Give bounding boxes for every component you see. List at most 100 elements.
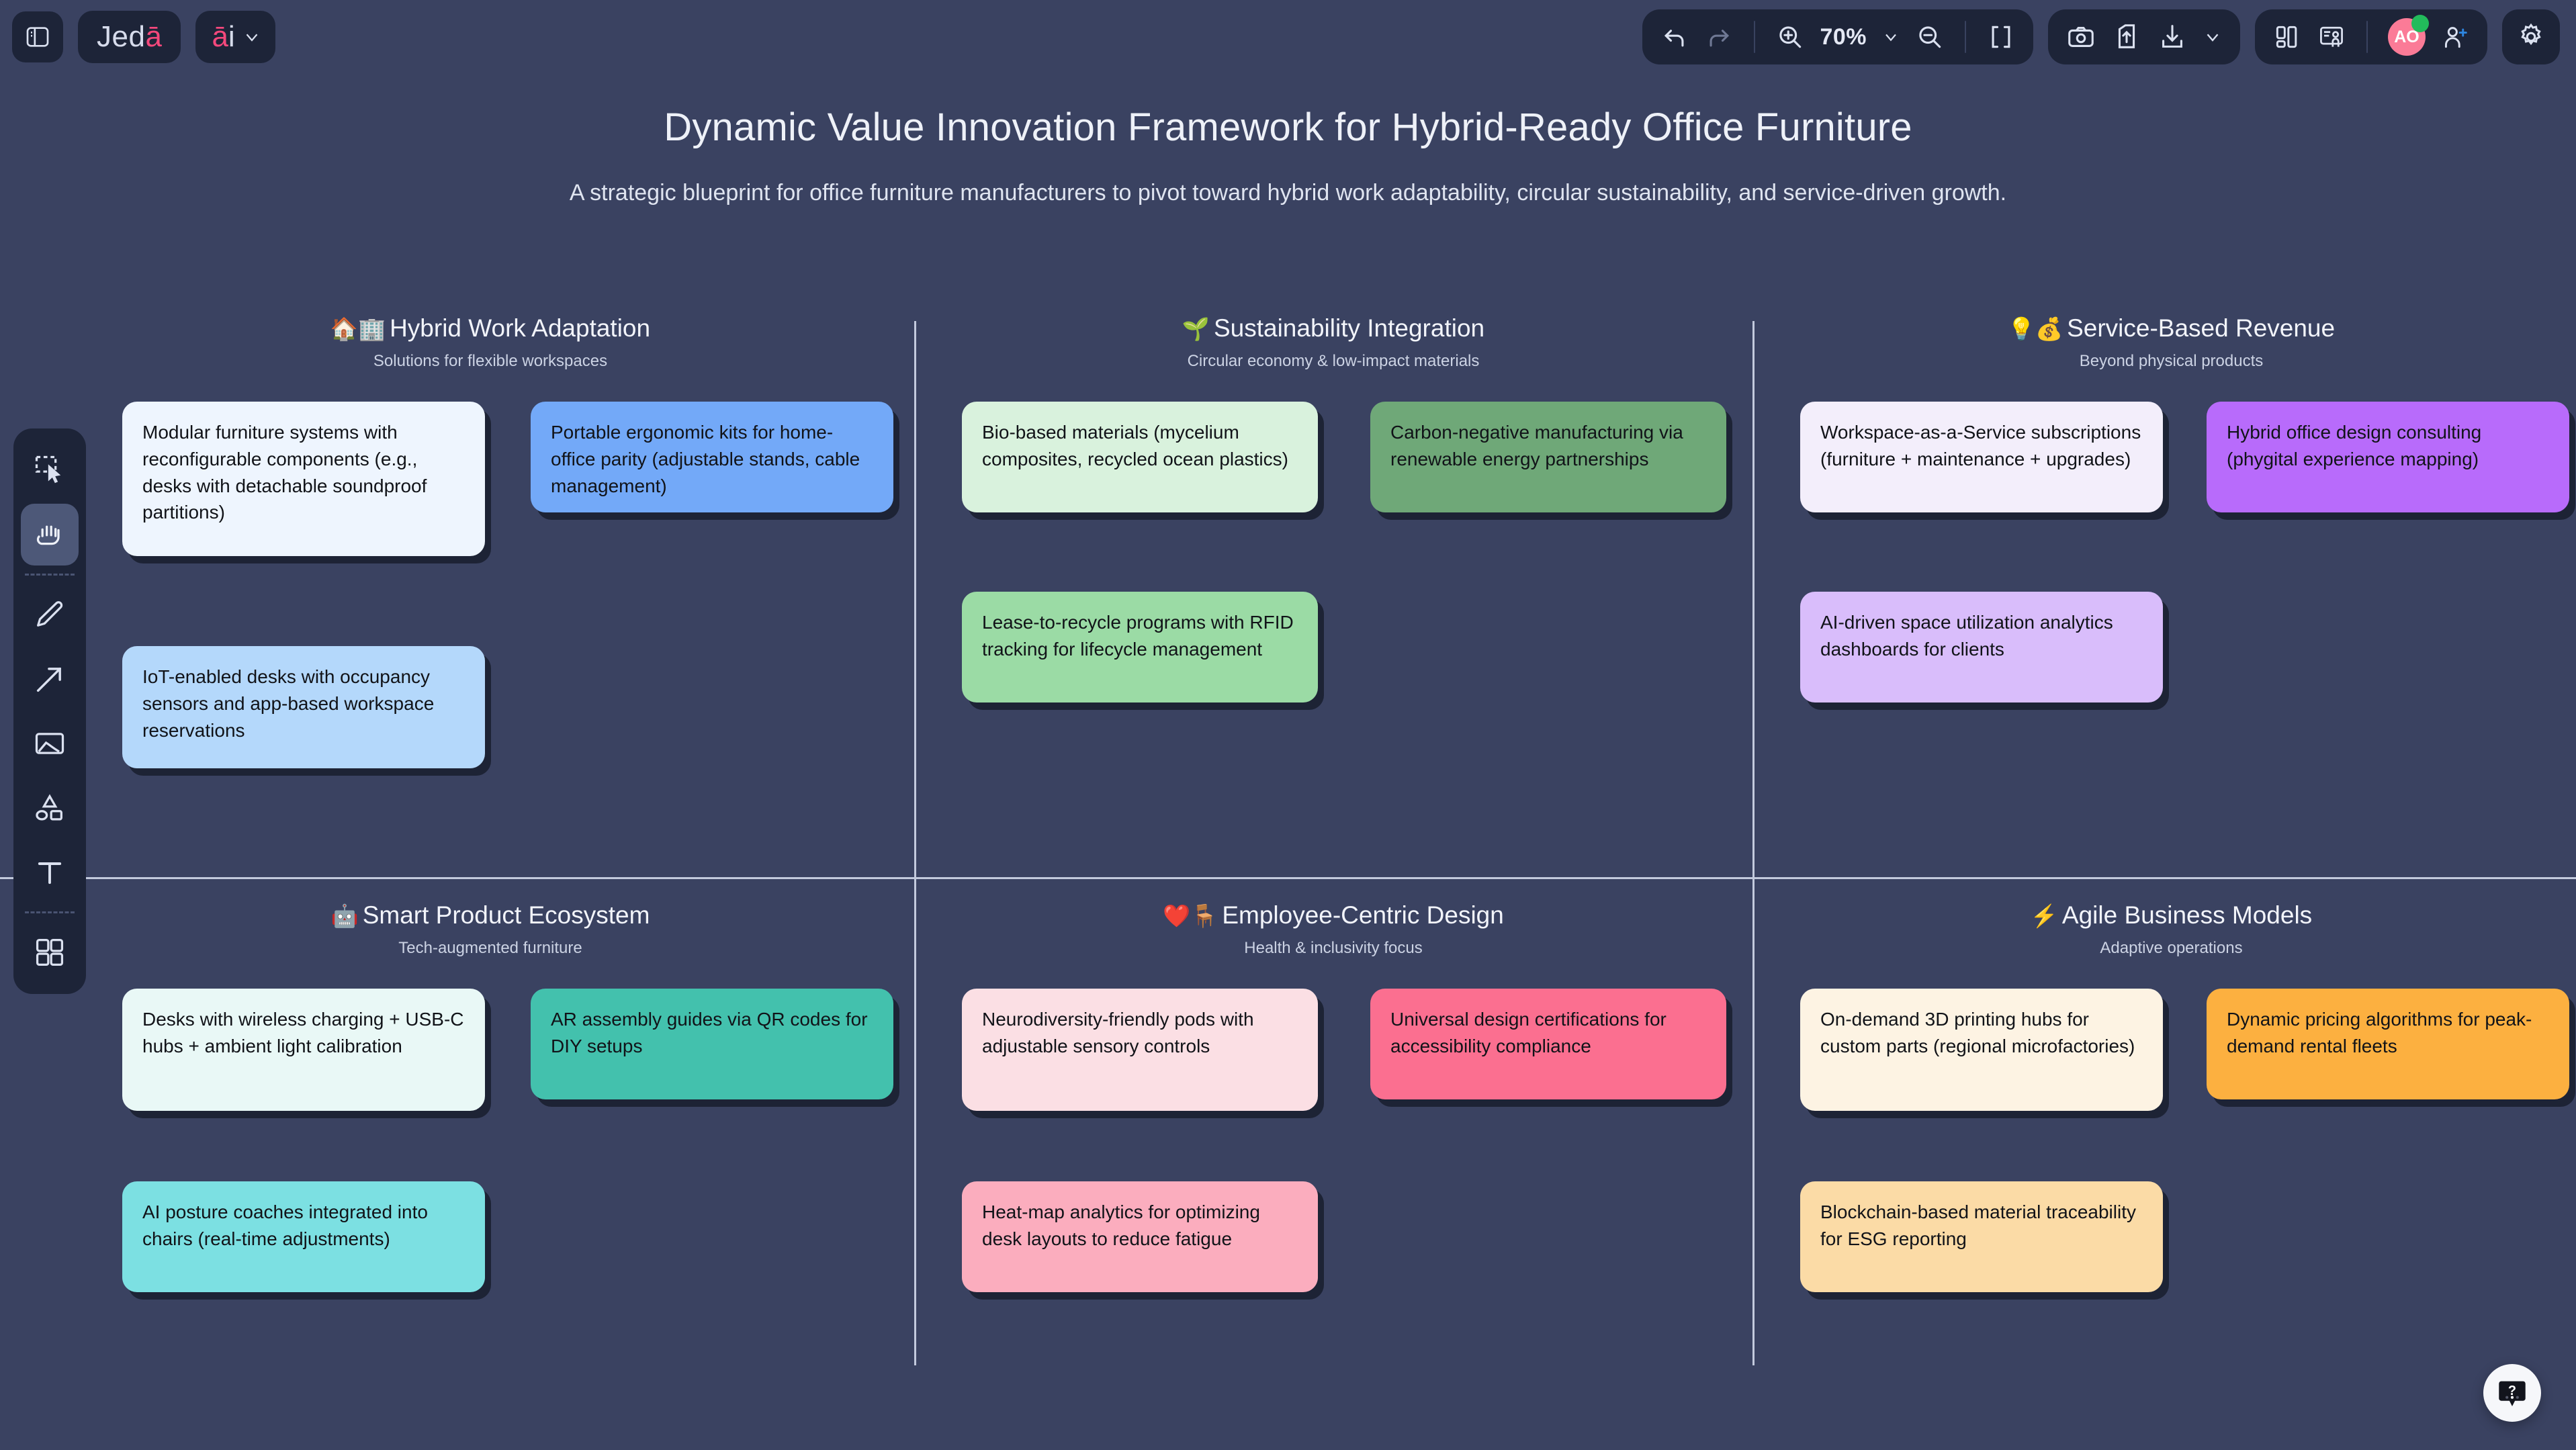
export-group xyxy=(2048,9,2240,64)
card-text: Carbon-negative manufacturing via renewa… xyxy=(1390,422,1683,469)
sticky-card[interactable]: Neurodiversity-friendly pods with adjust… xyxy=(962,989,1318,1111)
layout-icon xyxy=(2276,26,2297,48)
divider-horizontal xyxy=(0,877,2576,879)
presenter-button[interactable] xyxy=(2317,22,2346,52)
sticky-card[interactable]: AR assembly guides via QR codes for DIY … xyxy=(531,989,893,1099)
collaboration-group: AO xyxy=(2255,9,2487,64)
card-group: Workspace-as-a-Service subscriptions (fu… xyxy=(1767,402,2576,858)
card-group: Neurodiversity-friendly pods with adjust… xyxy=(927,989,1740,1418)
hand-tool-button[interactable] xyxy=(21,504,79,565)
sticky-card[interactable]: Dynamic pricing algorithms for peak-dema… xyxy=(2207,989,2569,1099)
shapes-tool-button[interactable] xyxy=(21,777,79,839)
settings-button[interactable] xyxy=(2502,9,2560,64)
sticky-card[interactable]: Desks with wireless charging + USB-C hub… xyxy=(122,989,485,1111)
card-text: Neurodiversity-friendly pods with adjust… xyxy=(982,1009,1254,1056)
help-button[interactable]: ? xyxy=(2483,1364,2541,1422)
card-text: On-demand 3D printing hubs for custom pa… xyxy=(1820,1009,2135,1056)
card-text: AI-driven space utilization analytics da… xyxy=(1820,612,2113,660)
zoom-out-button[interactable] xyxy=(1915,22,1945,52)
sticky-card[interactable]: Hybrid office design consulting (phygita… xyxy=(2207,402,2569,512)
sticky-card[interactable]: Heat-map analytics for optimizing desk l… xyxy=(962,1181,1318,1292)
quadrant-emoji: 💡💰 xyxy=(2007,316,2063,341)
card-text: Lease-to-recycle programs with RFID trac… xyxy=(982,612,1294,660)
image-tool-button[interactable] xyxy=(21,713,79,774)
quadrant-header: ⚡Agile Business Models Adaptive operatio… xyxy=(1767,901,2576,958)
image-icon xyxy=(35,733,64,754)
text-tool-button[interactable] xyxy=(21,842,79,903)
tool-rail-separator xyxy=(25,574,75,576)
ai-badge-text: āi xyxy=(212,22,234,52)
help-question-icon: ? xyxy=(2499,1381,2526,1406)
sticky-card[interactable]: AI posture coaches integrated into chair… xyxy=(122,1181,485,1292)
add-user-button[interactable] xyxy=(2440,22,2470,52)
history-zoom-group: 70% xyxy=(1642,9,2033,64)
select-tool-button[interactable] xyxy=(21,439,79,501)
logo-accent: ā xyxy=(145,20,163,53)
card-text: Modular furniture systems with reconfigu… xyxy=(142,422,427,523)
logo-text: Jedā xyxy=(97,22,162,52)
ai-rest: i xyxy=(228,20,235,53)
sticky-card[interactable]: Carbon-negative manufacturing via renewa… xyxy=(1370,402,1726,512)
quadrant-title-row: 🏠🏢Hybrid Work Adaptation xyxy=(87,314,893,343)
zoom-level-label[interactable]: 70% xyxy=(1820,24,1867,50)
quadrant-emoji: ⚡ xyxy=(2030,903,2058,928)
undo-button[interactable] xyxy=(1660,22,1689,52)
download-options-button[interactable] xyxy=(2203,27,2223,47)
zoom-in-button[interactable] xyxy=(1775,22,1805,52)
quadrant-header: 💡💰Service-Based Revenue Beyond physical … xyxy=(1767,314,2576,371)
zoom-out-icon xyxy=(1919,26,1941,48)
sticky-card[interactable]: Bio-based materials (mycelium composites… xyxy=(962,402,1318,512)
undo-icon xyxy=(1664,30,1684,47)
toggle-sidebar-button[interactable] xyxy=(12,11,63,62)
download-button[interactable] xyxy=(2157,21,2188,52)
card-text: Portable ergonomic kits for home-office … xyxy=(551,422,860,496)
tool-rail-separator xyxy=(25,911,75,913)
fit-to-screen-button[interactable] xyxy=(1986,22,2016,52)
sticky-card[interactable]: Workspace-as-a-Service subscriptions (fu… xyxy=(1800,402,2163,512)
redo-button[interactable] xyxy=(1704,22,1734,52)
app-logo[interactable]: Jedā xyxy=(78,11,181,63)
sticky-card[interactable]: Modular furniture systems with reconfigu… xyxy=(122,402,485,556)
quadrant-header: 🏠🏢Hybrid Work Adaptation Solutions for f… xyxy=(87,314,893,371)
sticky-card[interactable]: Portable ergonomic kits for home-office … xyxy=(531,402,893,512)
chevron-down-icon xyxy=(2207,34,2219,42)
quadrant-title-text: Smart Product Ecosystem xyxy=(362,901,650,929)
avatar[interactable]: AO xyxy=(2388,15,2429,56)
sticky-card[interactable]: IoT-enabled desks with occupancy sensors… xyxy=(122,646,485,768)
toolbar-left-group: Jedā āi xyxy=(12,11,275,63)
card-text: Desks with wireless charging + USB-C hub… xyxy=(142,1009,464,1056)
card-group: Modular furniture systems with reconfigu… xyxy=(87,402,893,858)
upload-icon xyxy=(2118,24,2135,48)
ai-menu-button[interactable]: āi xyxy=(195,11,275,63)
text-icon xyxy=(38,862,62,885)
quadrant-smart-product-ecosystem: 🤖Smart Product Ecosystem Tech-augmented … xyxy=(87,901,893,1418)
upload-button[interactable] xyxy=(2111,21,2142,52)
fit-screen-icon xyxy=(1992,26,2010,48)
layout-view-button[interactable] xyxy=(2272,22,2302,52)
card-text: AI posture coaches integrated into chair… xyxy=(142,1202,428,1249)
sticky-card[interactable]: On-demand 3D printing hubs for custom pa… xyxy=(1800,989,2163,1111)
divider-vertical-right xyxy=(1752,321,1755,1365)
quadrant-subtitle: Health & inclusivity focus xyxy=(1244,939,1423,957)
pencil-tool-button[interactable] xyxy=(21,584,79,645)
zoom-dropdown-button[interactable] xyxy=(1881,28,1900,46)
arrow-tool-button[interactable] xyxy=(21,648,79,710)
sticky-card[interactable]: Universal design certifications for acce… xyxy=(1370,989,1726,1099)
quadrant-subtitle: Beyond physical products xyxy=(2079,352,2264,370)
card-text: Hybrid office design consulting (phygita… xyxy=(2227,422,2482,469)
quadrant-emoji: 🏠🏢 xyxy=(330,316,386,341)
shapes-icon xyxy=(36,794,62,821)
quadrant-employee-centric-design: ❤️🪑Employee-Centric Design Health & incl… xyxy=(927,901,1740,1418)
sticky-card[interactable]: AI-driven space utilization analytics da… xyxy=(1800,592,2163,703)
sticky-card[interactable]: Lease-to-recycle programs with RFID trac… xyxy=(962,592,1318,703)
grid-tool-button[interactable] xyxy=(21,921,79,983)
zoom-in-icon xyxy=(1779,26,1802,48)
snapshot-button[interactable] xyxy=(2066,21,2096,52)
card-text: Universal design certifications for acce… xyxy=(1390,1009,1667,1056)
quadrant-agile-business-models: ⚡Agile Business Models Adaptive operatio… xyxy=(1767,901,2576,1418)
sticky-card[interactable]: Blockchain-based material traceability f… xyxy=(1800,1181,2163,1292)
quadrant-title-text: Service-Based Revenue xyxy=(2067,314,2336,342)
quadrant-subtitle: Tech-augmented furniture xyxy=(398,939,582,957)
logo-main: Jed xyxy=(97,20,146,53)
